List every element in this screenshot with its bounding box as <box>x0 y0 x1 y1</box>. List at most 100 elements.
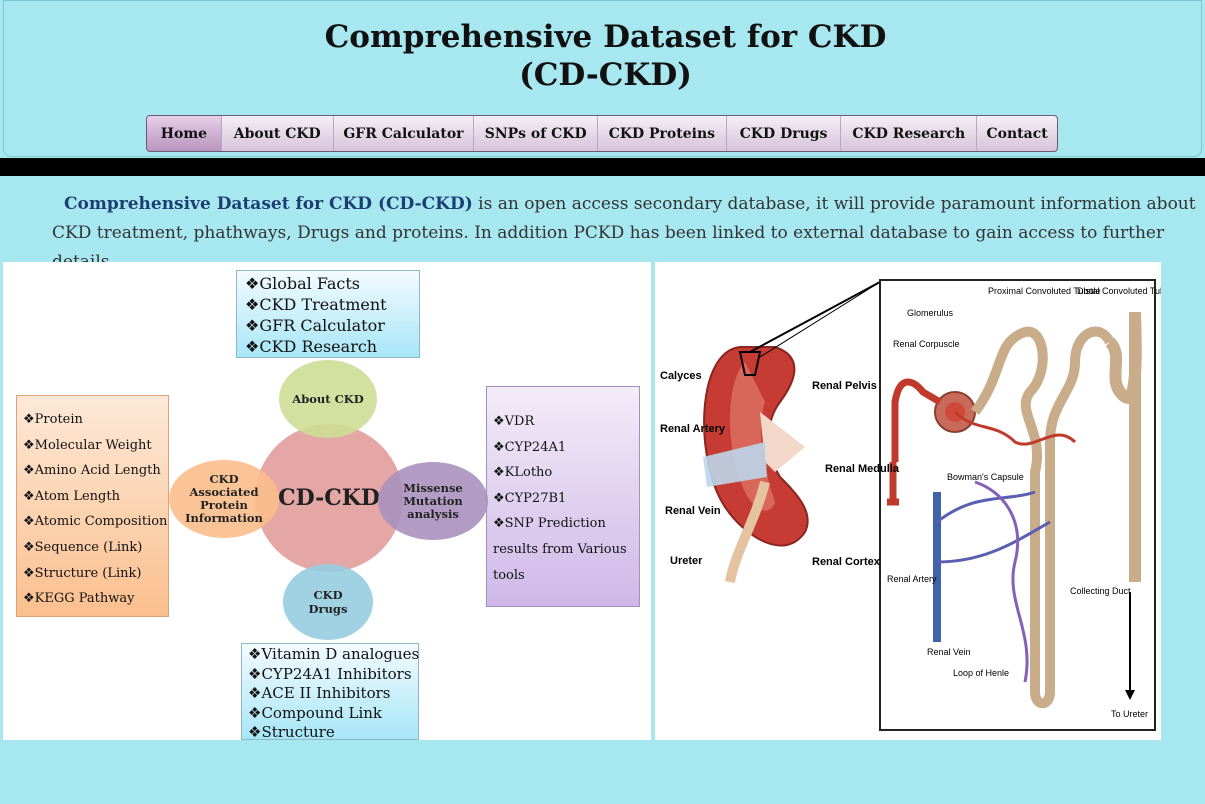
left-list-item: ❖Sequence (Link) <box>23 535 162 561</box>
top-list-item: ❖CKD Treatment <box>245 294 411 315</box>
bullet-icon: ❖ <box>23 514 35 530</box>
drugs-circle-label: CKD Drugs <box>308 588 348 616</box>
label-nephron-artery: Renal Artery <box>887 574 937 584</box>
intro-bold: Comprehensive Dataset for CKD (CD-CKD) <box>64 194 473 214</box>
label-loop: Loop of Henle <box>953 668 1009 678</box>
left-list-item: ❖Molecular Weight <box>23 433 162 459</box>
kidney-image: Calyces Renal Pelvis Renal Artery Renal … <box>660 279 1177 731</box>
left-list-box: ❖Protein❖Molecular Weight❖Amino Acid Len… <box>16 395 169 617</box>
mutation-circle-label: Missense Mutation analysis <box>403 480 463 521</box>
bottom-list-item: ❖Structure <box>248 723 412 743</box>
nav-item-ckd-drugs[interactable]: CKD Drugs <box>727 116 842 151</box>
bottom-list-item: ❖CYP24A1 Inhibitors <box>248 665 412 685</box>
protein-circle-label: CKD Associated Protein Information <box>185 472 263 525</box>
left-list-item-label: Molecular Weight <box>34 437 152 453</box>
left-list-item-label: Amino Acid Length <box>34 463 161 479</box>
left-list-item: ❖KEGG Pathway <box>23 586 162 612</box>
right-list-item: ❖KLotho <box>493 460 633 486</box>
right-list-item-label: KLotho <box>504 465 553 481</box>
intro-text: is an open access secondary database, it… <box>52 194 1196 272</box>
top-list-item: ❖Global Facts <box>245 273 411 294</box>
bottom-list-item-label: Compound Link <box>261 703 383 722</box>
nav-item-snps-of-ckd[interactable]: SNPs of CKD <box>474 116 599 151</box>
bullet-icon: ❖ <box>23 412 35 427</box>
label-distal: Distal Convoluted Tubule <box>1077 286 1161 296</box>
left-list-item-label: Structure (Link) <box>34 565 142 581</box>
bottom-list-item-label: CYP24A1 Inhibitors <box>261 664 412 683</box>
bullet-icon: ❖ <box>248 703 262 722</box>
bullet-icon: ❖ <box>493 490 505 506</box>
nav-item-contact[interactable]: Contact <box>986 125 1048 142</box>
bullet-icon: ❖ <box>493 465 505 481</box>
right-list-item-label: SNP Prediction results from Various tool… <box>493 516 627 583</box>
right-list-item: ❖CYP24A1 <box>493 435 633 461</box>
right-list-box: ❖VDR❖CYP24A1❖KLotho❖CYP27B1❖SNP Predicti… <box>486 386 640 607</box>
top-list-item-label: GFR Calculator <box>259 316 385 335</box>
top-list-item-label: CKD Treatment <box>259 295 387 314</box>
bullet-icon: ❖ <box>23 437 35 453</box>
left-list-item-label: KEGG Pathway <box>34 591 135 607</box>
label-collecting-duct: Collecting Duct <box>1070 586 1131 596</box>
label-ureter: Ureter <box>670 555 703 567</box>
bullet-icon: ❖ <box>493 439 505 455</box>
nav-item-home[interactable]: Home <box>147 116 222 151</box>
nav-item-ckd-research[interactable]: CKD Research <box>841 116 978 151</box>
left-list-item-label: Protein <box>34 412 83 427</box>
bullet-icon: ❖ <box>245 316 260 335</box>
nav-item-ckd-proteins[interactable]: CKD Proteins <box>598 116 727 151</box>
bullet-icon: ❖ <box>493 516 505 532</box>
bottom-list-item-label: Structure <box>261 723 335 741</box>
bottom-list-box: ❖Vitamin D analogues❖CYP24A1 Inhibitors❖… <box>241 643 419 743</box>
left-list-item-label: Atom Length <box>34 488 120 504</box>
right-list-item: ❖VDR <box>493 409 633 435</box>
label-renal-corpuscle: Renal Corpuscle <box>893 339 960 349</box>
right-list-item-label: VDR <box>504 414 535 429</box>
left-list-item-label: Atomic Composition <box>34 514 168 530</box>
protein-circle: CKD Associated Protein Information <box>169 460 279 538</box>
left-list-item: ❖Structure (Link) <box>23 561 162 587</box>
nav-item-gfr-calculator[interactable]: GFR Calculator <box>334 116 475 151</box>
bullet-icon: ❖ <box>245 337 260 356</box>
bullet-icon: ❖ <box>245 295 260 314</box>
mutation-circle: Missense Mutation analysis <box>378 462 488 540</box>
right-list-item: ❖CYP27B1 <box>493 486 633 512</box>
bullet-icon: ❖ <box>23 565 35 581</box>
title-line-1: Comprehensive Dataset for CKD <box>324 19 887 55</box>
right-list-item-label: CYP27B1 <box>504 490 567 506</box>
top-list-item-label: Global Facts <box>259 274 361 293</box>
left-list-item: ❖Amino Acid Length <box>23 458 162 484</box>
top-list-item-label: CKD Research <box>259 337 378 356</box>
page-title: Comprehensive Dataset for CKD (CD-CKD) <box>3 18 1205 94</box>
bullet-icon: ❖ <box>248 664 262 683</box>
label-glomerulus: Glomerulus <box>907 308 954 318</box>
top-list-item: ❖GFR Calculator <box>245 315 411 336</box>
drugs-circle: CKD Drugs <box>283 564 373 640</box>
label-calyces: Calyces <box>660 370 702 382</box>
divider-bar <box>0 158 1205 176</box>
nav-item-about-ckd[interactable]: About CKD <box>222 116 334 151</box>
bottom-list-item-label: ACE II Inhibitors <box>261 684 391 702</box>
bullet-icon: ❖ <box>23 591 35 607</box>
right-list-item: ❖SNP Prediction results from Various too… <box>493 511 633 588</box>
bullet-icon: ❖ <box>248 684 262 702</box>
bottom-list-item: ❖Vitamin D analogues <box>248 645 419 665</box>
bullet-icon: ❖ <box>248 723 262 741</box>
label-to-ureter: To Ureter <box>1111 709 1148 719</box>
left-list-item: ❖Atom Length <box>23 484 162 510</box>
left-list-item: ❖Atomic Composition <box>23 509 167 535</box>
bullet-icon: ❖ <box>23 539 35 555</box>
title-line-2: (CD-CKD) <box>519 57 692 93</box>
bottom-list-item: ❖ACE II Inhibitors <box>248 684 412 704</box>
left-list-item: ❖Protein <box>23 407 162 433</box>
bullet-icon: ❖ <box>23 488 35 504</box>
label-proximal: Proximal Convoluted Tubule <box>988 286 1101 296</box>
label-renal-medulla: Renal Medulla <box>825 463 900 475</box>
intro-paragraph: Comprehensive Dataset for CKD (CD-CKD) i… <box>52 190 1202 277</box>
label-renal-artery: Renal Artery <box>660 423 726 435</box>
bullet-icon: ❖ <box>493 414 505 429</box>
label-bowmans: Bowman's Capsule <box>947 472 1024 482</box>
bullet-icon: ❖ <box>23 463 35 479</box>
about-circle: About CKD <box>279 360 377 438</box>
bottom-list-item-label: Vitamin D analogues <box>261 645 420 663</box>
